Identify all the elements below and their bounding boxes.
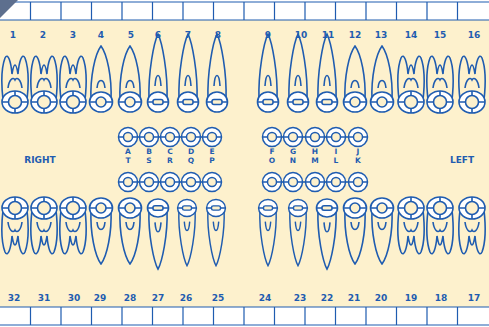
primary-tooth-letter: O [269,157,275,165]
tooth-number: 26 [180,294,193,303]
tooth-number: 30 [68,294,81,303]
primary-teeth [119,128,368,192]
tooth-number: 28 [124,294,137,303]
tooth-number: 4 [98,31,104,40]
tooth-number: 29 [94,294,107,303]
primary-tooth-letter: I [335,148,338,156]
primary-tooth-letter: S [146,157,151,165]
tooth-number: 31 [38,294,51,303]
primary-tooth-letter: E [209,148,214,156]
tooth-number: 24 [259,294,272,303]
tooth-number: 2 [40,31,46,40]
primary-tooth-letter: F [269,148,274,156]
tooth-number: 21 [348,294,361,303]
tooth-number: 13 [375,31,388,40]
tooth-number: 22 [321,294,334,303]
tooth-number: 18 [435,294,448,303]
tooth-number: 15 [434,31,447,40]
tooth-number: 6 [155,31,161,40]
tooth-number: 9 [265,31,271,40]
primary-tooth-letter: K [355,157,361,165]
tooth-number: 3 [70,31,76,40]
primary-tooth-letter: G [290,148,296,156]
lower-teeth [2,197,485,269]
tooth-number: 25 [212,294,225,303]
tooth-number: 12 [349,31,362,40]
primary-tooth-letter: Q [188,157,194,165]
primary-tooth-letter: L [334,157,339,165]
primary-tooth-letter: H [312,148,318,156]
primary-tooth-letter: N [290,157,296,165]
primary-tooth-letter: C [167,148,173,156]
tooth-number: 19 [405,294,418,303]
primary-tooth-letter: A [125,148,131,156]
primary-tooth-letter: M [311,157,318,165]
tooth-number: 32 [8,294,21,303]
tooth-number: 1 [10,31,16,40]
side-label: LEFT [450,156,474,165]
tooth-number: 5 [128,31,134,40]
primary-tooth-letter: B [146,148,152,156]
tooth-number: 8 [215,31,221,40]
upper-teeth [2,34,485,113]
tooth-number: 23 [294,294,307,303]
tooth-number: 17 [468,294,481,303]
primary-tooth-letter: P [209,157,215,165]
primary-tooth-letter: J [357,148,360,156]
primary-tooth-letter: R [167,157,173,165]
tooth-number: 20 [375,294,388,303]
side-label: RIGHT [24,156,55,165]
tooth-number: 11 [322,31,335,40]
tooth-number: 16 [468,31,481,40]
tooth-number: 14 [405,31,418,40]
chart-bar [0,307,489,327]
primary-tooth-letter: T [125,157,130,165]
tooth-number: 10 [295,31,308,40]
tooth-number: 27 [152,294,165,303]
chart-bar [0,0,489,20]
tooth-number: 7 [185,31,191,40]
primary-tooth-letter: D [188,148,194,156]
